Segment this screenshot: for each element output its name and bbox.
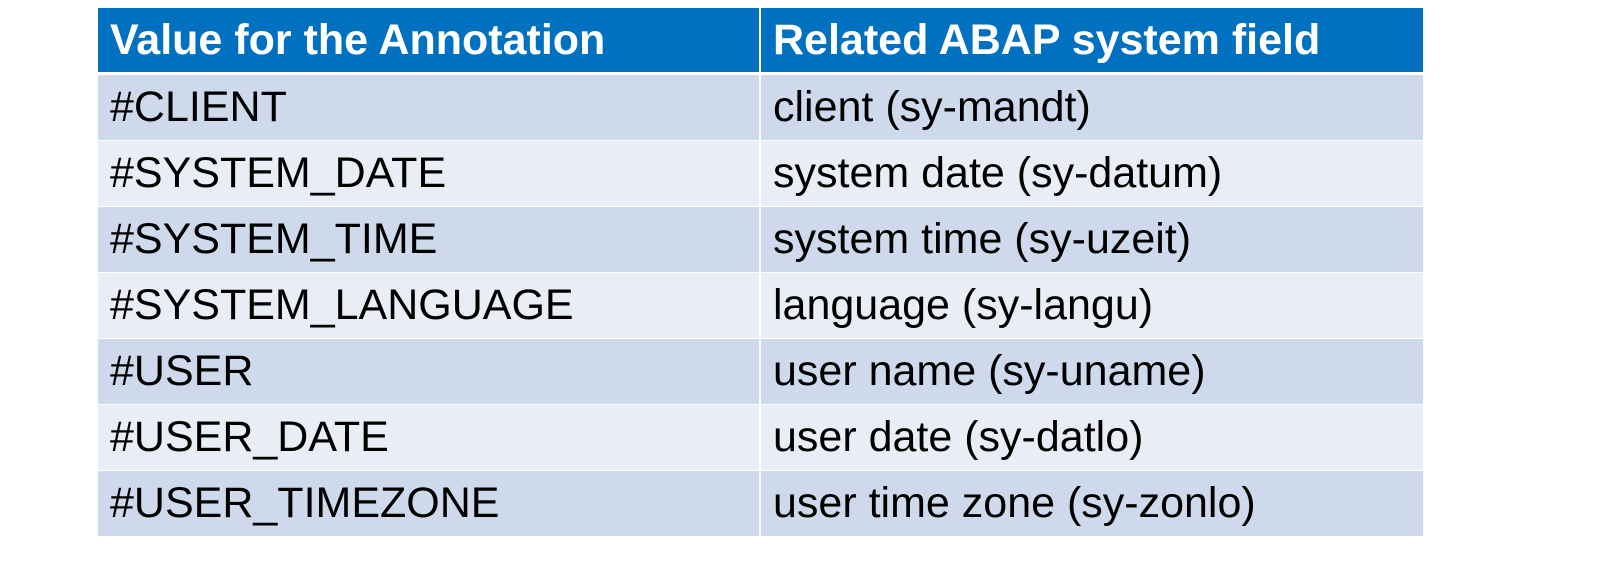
table-row: #SYSTEM_DATE system date (sy-datum) (98, 140, 1423, 207)
system-field-cell: user name (sy-uname) (759, 338, 1423, 405)
annotation-value-cell: #SYSTEM_TIME (98, 206, 760, 273)
table-row: #USER user name (sy-uname) (98, 338, 1423, 405)
table-header-row: Value for the Annotation Related ABAP sy… (98, 8, 1423, 75)
table-row: #USER_DATE user date (sy-datlo) (98, 404, 1423, 471)
system-field-cell: client (sy-mandt) (759, 73, 1423, 141)
annotation-system-field-table: Value for the Annotation Related ABAP sy… (98, 8, 1423, 537)
annotation-value-cell: #USER_TIMEZONE (98, 470, 760, 537)
system-field-cell: language (sy-langu) (759, 272, 1423, 339)
system-field-cell: user date (sy-datlo) (759, 404, 1423, 471)
annotation-value-cell: #USER_DATE (98, 404, 760, 471)
annotation-value-cell: #SYSTEM_LANGUAGE (98, 272, 760, 339)
table-row: #SYSTEM_TIME system time (sy-uzeit) (98, 206, 1423, 273)
table-row: #SYSTEM_LANGUAGE language (sy-langu) (98, 272, 1423, 339)
annotation-value-cell: #SYSTEM_DATE (98, 140, 760, 207)
table-row: #CLIENT client (sy-mandt) (98, 73, 1423, 141)
system-field-cell: system time (sy-uzeit) (759, 206, 1423, 273)
annotation-value-cell: #CLIENT (98, 73, 760, 141)
annotation-value-cell: #USER (98, 338, 760, 405)
column-header-abap-system-field: Related ABAP system field (759, 8, 1423, 75)
system-field-cell: user time zone (sy-zonlo) (759, 470, 1423, 537)
system-field-cell: system date (sy-datum) (759, 140, 1423, 207)
mapping-table: Value for the Annotation Related ABAP sy… (98, 8, 1423, 537)
column-header-annotation-value: Value for the Annotation (98, 8, 760, 75)
table-row: #USER_TIMEZONE user time zone (sy-zonlo) (98, 470, 1423, 537)
